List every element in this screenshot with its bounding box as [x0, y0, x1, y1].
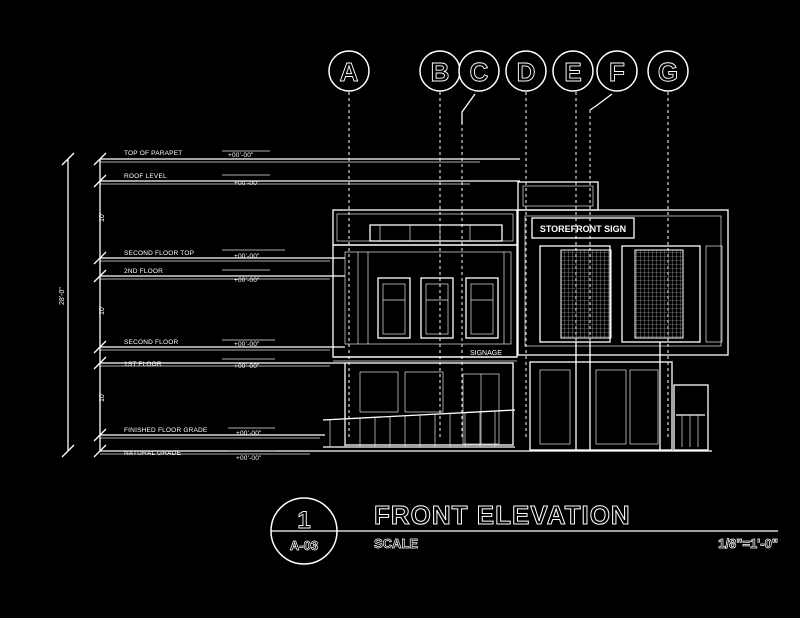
level-label-second-floor-top: SECOND FLOOR TOP +00'-00"	[124, 249, 285, 260]
grid-bubble-label: D	[517, 57, 536, 87]
grid-bubble-d: D	[505, 50, 547, 92]
building-right-mass: STOREFRONT SIGN	[517, 181, 729, 451]
level-elevation: +00'-00"	[234, 180, 260, 187]
grid-bubble-label: A	[340, 57, 359, 87]
grid-bubble-a: A	[328, 50, 370, 92]
level-label-finished-floor-grade: FINISHED FLOOR GRADE +00'-00"	[124, 427, 275, 437]
level-label-top-of-parapet: TOP OF PARAPET +00'-00"	[124, 150, 270, 159]
level-elevation: +00'-00"	[234, 363, 260, 370]
level-name: 2ND FLOOR	[124, 268, 163, 275]
dimension-segment: 10'	[99, 306, 106, 315]
drawing-title: FRONT ELEVATION	[374, 500, 631, 530]
level-label-natural-grade: NATURAL GRADE +00'-00"	[124, 450, 275, 462]
level-name: SECOND FLOOR TOP	[124, 250, 194, 257]
level-elevation: +00'-00"	[236, 430, 262, 437]
level-elevation: +00'-00"	[234, 341, 260, 348]
storefront-sign: STOREFRONT SIGN	[540, 224, 626, 234]
grid-bubble-label: F	[609, 57, 625, 87]
title-block: 1 A-03 FRONT ELEVATION SCALE 1/8"=1'-0"	[270, 497, 778, 565]
level-name: 1ST FLOOR	[124, 361, 162, 368]
level-name: FINISHED FLOOR GRADE	[124, 427, 208, 434]
grid-bubble-label: E	[564, 57, 581, 87]
grid-bubble-label: C	[470, 57, 489, 87]
level-label-1st-floor: 1ST FLOOR +00'-00"	[124, 358, 275, 370]
dimension-strings: 28'-0" 10' 10' 10'	[59, 152, 107, 458]
grid-bubble-g: G	[647, 50, 689, 92]
level-label-second-floor: SECOND FLOOR +00'-00"	[124, 339, 275, 348]
grid-bubble-b: B	[419, 50, 461, 92]
signage-label: SIGNAGE	[470, 350, 502, 357]
overall-dimension: 28'-0"	[59, 287, 66, 305]
dimension-segment: 10'	[99, 393, 106, 402]
drawing-number: 1	[297, 507, 310, 534]
scale-label: SCALE	[374, 536, 418, 551]
level-name: TOP OF PARAPET	[124, 150, 182, 157]
grid-bubble-c: C	[458, 50, 500, 92]
dimension-segment: 10'	[99, 213, 106, 222]
level-name: SECOND FLOOR	[124, 339, 179, 346]
building-left-mass	[332, 209, 518, 446]
scale-value: 1/8"=1'-0"	[718, 536, 778, 551]
level-label-roof: ROOF LEVEL +00'-00"	[124, 173, 270, 187]
level-lines	[100, 158, 520, 455]
level-elevation: +00'-00"	[236, 455, 262, 462]
grid-bubble-label: B	[431, 57, 450, 87]
level-elevation: +00'-00"	[234, 277, 260, 284]
level-elevation: +00'-00"	[234, 253, 260, 260]
level-name: NATURAL GRADE	[124, 450, 182, 457]
level-elevation: +00'-00"	[228, 152, 254, 159]
screen-panels	[560, 249, 684, 339]
sheet-number: A-03	[290, 538, 318, 553]
grid-bubble-e: E	[552, 50, 594, 92]
grid-bubble-label: G	[658, 57, 678, 87]
level-name: ROOF LEVEL	[124, 173, 167, 180]
railings	[320, 409, 712, 452]
level-label-2nd-floor: 2ND FLOOR +00'-00"	[124, 268, 270, 284]
grid-bubble-f: F	[596, 50, 638, 92]
grid-lines	[348, 92, 669, 440]
